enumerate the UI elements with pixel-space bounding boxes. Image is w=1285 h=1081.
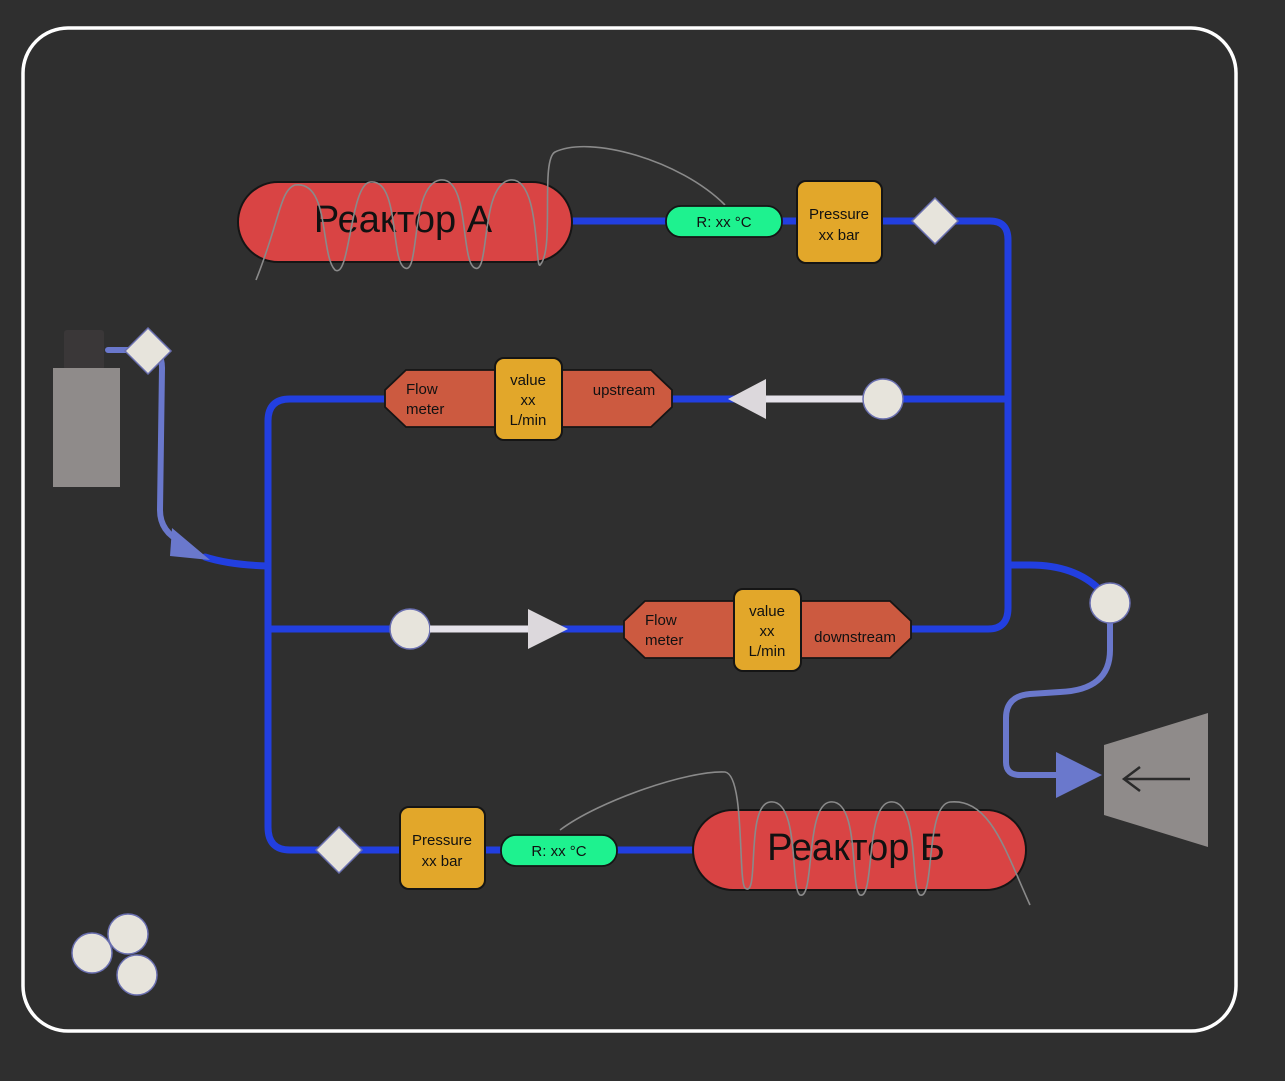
pressure-sensor-bottom-value: xx bar bbox=[422, 853, 463, 870]
node-circle-icon bbox=[116, 954, 158, 996]
direction-arrow-icon bbox=[1056, 752, 1102, 798]
flow-meter-upstream-unit: L/min bbox=[510, 412, 547, 429]
flow-meter-downstream-unit: L/min bbox=[749, 643, 786, 660]
valve-diamond-icon[interactable] bbox=[123, 326, 173, 376]
flow-meter-upstream-value: xx bbox=[521, 392, 537, 409]
panel-frame bbox=[21, 26, 1238, 1033]
direction-arrow-icon bbox=[170, 528, 210, 560]
flow-meter-upstream-direction: upstream bbox=[593, 382, 656, 399]
reactor-a[interactable]: Реактор А bbox=[237, 181, 573, 263]
pipe-top-right-loop bbox=[566, 217, 1012, 633]
heating-coil-a bbox=[255, 145, 726, 281]
node-circle-icon bbox=[71, 932, 113, 974]
temperature-sensor-bottom[interactable]: R: xx °C bbox=[500, 834, 618, 867]
pressure-sensor-top-label: Pressure bbox=[809, 206, 869, 223]
node-cluster bbox=[71, 913, 158, 996]
heating-coil-b bbox=[559, 771, 1031, 906]
temperature-sensor-top[interactable]: R: xx °C bbox=[665, 205, 783, 238]
flow-meter-downstream[interactable]: Flow meter value xx L/min downstream bbox=[623, 588, 912, 672]
gas-cylinder-icon bbox=[53, 330, 120, 487]
reactor-b[interactable]: Реактор Б bbox=[692, 809, 1027, 891]
valve-diamond-icon[interactable] bbox=[314, 825, 364, 875]
reactor-a-label: Реактор А bbox=[314, 199, 493, 241]
pressure-sensor-bottom[interactable]: Pressure xx bar bbox=[399, 806, 486, 890]
pressure-sensor-top[interactable]: Pressure xx bar bbox=[796, 180, 883, 264]
pipe-to-pump bbox=[1003, 617, 1113, 778]
flow-meter-upstream-name: Flow bbox=[406, 381, 438, 398]
direction-arrow-icon bbox=[728, 379, 766, 419]
pipe-inlet-junction bbox=[201, 553, 272, 570]
flow-meter-upstream[interactable]: Flow meter value xx L/min upstream bbox=[384, 357, 673, 441]
flow-meter-downstream-value: xx bbox=[760, 623, 776, 640]
flow-meter-downstream-name: Flow bbox=[645, 612, 677, 629]
flow-meter-upstream-value-label: value bbox=[510, 372, 546, 389]
direction-arrow-icon bbox=[528, 609, 568, 649]
pipe-left-loop bbox=[264, 395, 704, 854]
temperature-sensor-top-label: R: xx °C bbox=[696, 214, 751, 231]
node-circle-icon[interactable] bbox=[862, 378, 904, 420]
flow-meter-upstream-name2: meter bbox=[406, 401, 444, 418]
pressure-sensor-bottom-label: Pressure bbox=[412, 832, 472, 849]
flow-meter-downstream-value-label: value bbox=[749, 603, 785, 620]
valve-diamond-icon[interactable] bbox=[910, 196, 960, 246]
flow-meter-downstream-direction: downstream bbox=[814, 629, 896, 646]
flow-meter-downstream-name2: meter bbox=[645, 632, 683, 649]
pressure-sensor-top-value: xx bar bbox=[819, 227, 860, 244]
temperature-sensor-bottom-label: R: xx °C bbox=[531, 843, 586, 860]
pump-icon[interactable] bbox=[1104, 713, 1208, 847]
reactor-b-label: Реактор Б bbox=[767, 827, 945, 869]
pipe-to-right-node bbox=[1004, 561, 1104, 594]
node-circle-icon bbox=[107, 913, 149, 955]
node-circle-icon[interactable] bbox=[389, 608, 431, 650]
node-circle-icon[interactable] bbox=[1089, 582, 1131, 624]
